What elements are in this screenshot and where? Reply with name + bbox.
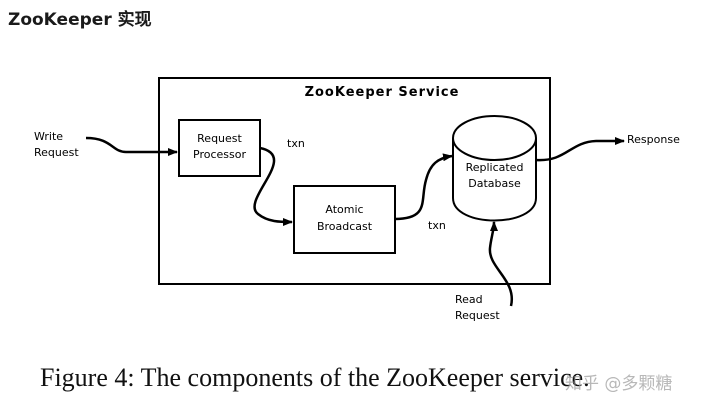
atomic-broadcast-label-1: Atomic xyxy=(325,203,363,216)
figure-caption: Figure 4: The components of the ZooKeepe… xyxy=(40,363,590,392)
read-request-label-2: Request xyxy=(455,309,500,322)
txn-label-2: txn xyxy=(428,219,446,232)
replicated-database-label-1: Replicated xyxy=(466,161,524,174)
arrow-read-request-to-database xyxy=(488,221,514,307)
arrow-broadcast-to-database xyxy=(394,153,453,221)
arrow-processor-to-broadcast xyxy=(253,146,293,226)
zookeeper-diagram: ZooKeeper Service Request Processor Atom… xyxy=(34,77,680,322)
request-processor-label-2: Processor xyxy=(193,148,246,161)
atomic-broadcast-label-2: Broadcast xyxy=(317,220,373,233)
txn-label-1: txn xyxy=(287,137,305,150)
watermark: 知乎 @多颗糖 xyxy=(565,374,673,394)
response-label: Response xyxy=(627,133,680,146)
replicated-database-label-2: Database xyxy=(468,177,521,190)
replicated-database-cylinder xyxy=(452,115,537,222)
arrow-database-to-response xyxy=(535,137,625,162)
write-request-label-1: Write xyxy=(34,130,63,143)
page-heading: ZooKeeper 实现 xyxy=(8,10,152,30)
arrow-write-request-to-processor xyxy=(85,136,178,156)
write-request-label-2: Request xyxy=(34,146,79,159)
service-title: ZooKeeper Service xyxy=(305,85,460,100)
request-processor-box xyxy=(178,119,261,177)
request-processor-label-1: Request xyxy=(197,132,242,145)
read-request-label-1: Read xyxy=(455,293,483,306)
